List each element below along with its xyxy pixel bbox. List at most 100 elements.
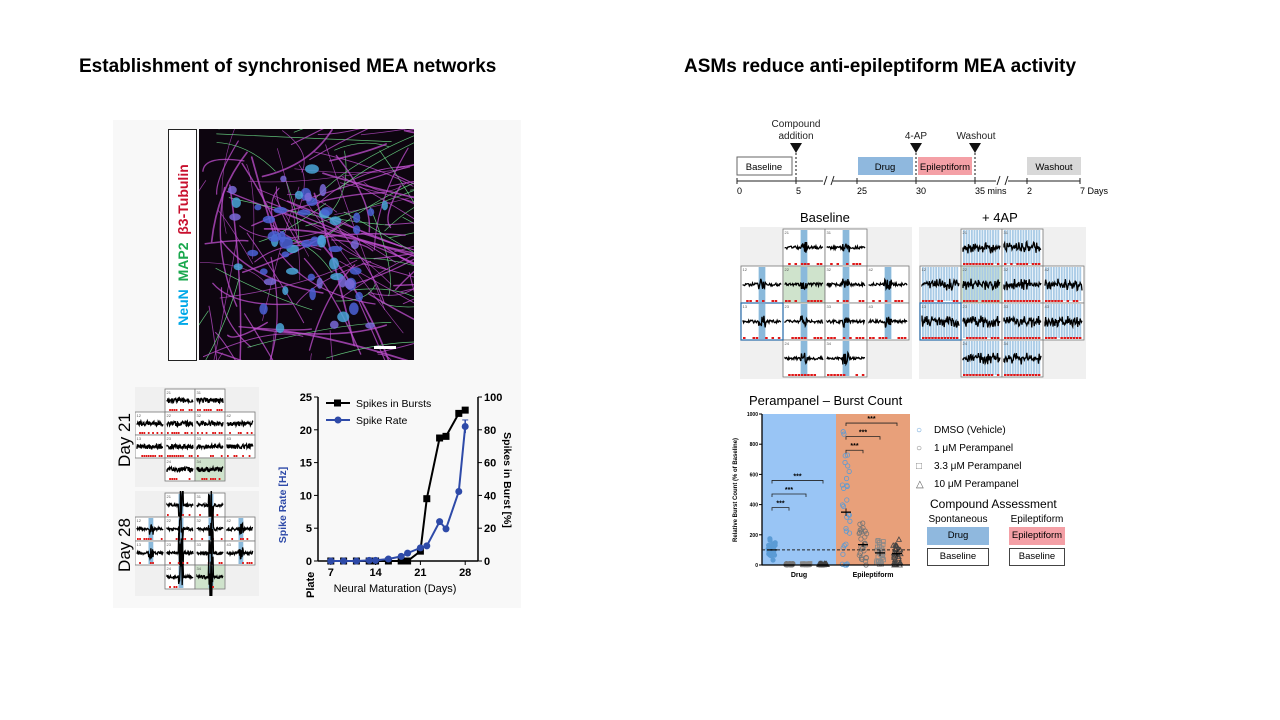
assessment-epileptiform-header: Epileptiform: [1010, 514, 1064, 525]
well-number: 32: [1004, 267, 1009, 272]
y-tick-label: 1000: [747, 412, 758, 418]
well-number: 31: [197, 494, 202, 499]
data-point: [436, 434, 444, 442]
assessment-baseline-box-2: Baseline: [1009, 548, 1065, 566]
series-line-1: [330, 426, 467, 562]
well-number: 31: [1004, 230, 1009, 235]
mea-well: 42: [224, 516, 256, 542]
y-tick-label: 5: [306, 523, 312, 535]
timeline-tick-label: 25: [857, 186, 867, 196]
legend-label: 1 μM Perampanel: [934, 442, 1014, 454]
mea-well: 12: [135, 411, 166, 436]
x-tick-label: 14: [369, 567, 382, 579]
x-tick-label: 28: [459, 567, 471, 579]
well-number: 13: [137, 542, 142, 547]
data-point: [843, 525, 849, 532]
y-tick-label: 25: [300, 392, 312, 404]
well-number: 21: [963, 230, 968, 235]
well-number: 43: [1045, 304, 1050, 309]
significance-bracket: [771, 493, 807, 498]
well-number: 23: [167, 436, 172, 441]
assessment-epileptiform-box: Epileptiform: [1009, 527, 1065, 545]
mea-well: 43: [1042, 302, 1085, 341]
legend-item: □3.3 μM Perampanel: [916, 457, 1021, 475]
day-21-label: Day 21: [115, 413, 134, 467]
significance-label: ***: [850, 443, 858, 450]
stain-label-tubulin: β3-Tubulin: [174, 164, 191, 235]
y-tick-label: 10: [300, 490, 312, 502]
y-tick-label: 0: [755, 563, 758, 569]
data-point: [771, 552, 778, 558]
significance-bracket: [845, 449, 864, 454]
timeline-box-epileptiform-label: Epileptiform: [920, 162, 970, 173]
arrow-4ap-icon: [910, 143, 922, 153]
mea-well: 21: [782, 228, 826, 267]
y-tick-label: 800: [750, 442, 759, 448]
mea-well: 34: [194, 556, 226, 596]
stain-label-box: NeuN MAP2 β3-Tubulin: [168, 129, 197, 361]
data-point: [842, 459, 848, 466]
mea-well: 24: [164, 457, 196, 482]
data-point: [442, 525, 450, 533]
well-number: 32: [827, 267, 832, 272]
legend-label: 10 μM Perampanel: [934, 478, 1019, 490]
timeline-tick-label: 5: [796, 186, 801, 196]
well-number: 24: [785, 341, 790, 346]
mea-well: 23: [782, 302, 826, 341]
data-point: [844, 561, 850, 567]
mea-well: 32: [194, 411, 226, 436]
well-number: 21: [167, 390, 172, 395]
arrow-label-4ap: 4-AP: [905, 131, 928, 142]
well-number: 42: [227, 518, 232, 523]
mea-well: 21: [164, 388, 196, 413]
data-point: [893, 542, 900, 549]
y-tick-label: 15: [300, 458, 312, 470]
well-number: 43: [227, 436, 232, 441]
data-point: [839, 482, 846, 488]
mea-well: 43: [224, 434, 256, 459]
data-point: [352, 557, 360, 565]
assessment-epileptiform: Epileptiform Epileptiform Baseline: [1009, 514, 1065, 566]
data-point: [839, 502, 846, 508]
triangle-marker-icon: △: [916, 478, 924, 490]
data-point: [365, 556, 373, 564]
timeline-tick-label: 2: [1027, 186, 1032, 196]
timeline-box-drug-label: Drug: [875, 162, 896, 173]
mea-well: 31: [1001, 228, 1044, 267]
mea-well: 13: [919, 302, 962, 341]
data-point: [839, 561, 845, 567]
well-number: 34: [827, 341, 832, 346]
mea-well: 23: [164, 532, 196, 576]
data-point: [770, 557, 776, 563]
y-tick-label: 400: [750, 503, 759, 509]
well-number: 34: [1004, 341, 1009, 346]
arrow-label-washout: Washout: [956, 131, 995, 142]
well-number: 42: [869, 267, 874, 272]
data-point: [455, 487, 463, 495]
significance-bracket: [771, 480, 824, 484]
mea-well: 43: [866, 302, 910, 341]
mea-well: 33: [1001, 302, 1044, 341]
microscopy-image: [199, 129, 414, 360]
data-point: [861, 548, 867, 554]
significance-label: ***: [859, 430, 867, 437]
legend-item: ○DMSO (Vehicle): [916, 421, 1021, 439]
mea-well: 23: [164, 434, 196, 459]
data-point: [840, 503, 847, 509]
y2-tick-label: 80: [484, 425, 496, 437]
circle-marker-icon: ○: [916, 442, 923, 454]
mea-well: 43: [224, 540, 256, 566]
y2-tick-label: 100: [484, 392, 502, 404]
data-point: [880, 541, 886, 547]
y2-tick-label: 60: [484, 458, 496, 470]
legend-label: DMSO (Vehicle): [934, 424, 1006, 436]
data-point: [423, 542, 431, 550]
well-number: 33: [197, 542, 202, 547]
timeline-box-washout-label: Washout: [1035, 162, 1072, 173]
data-point: [892, 549, 899, 556]
right-panel-title: ASMs reduce anti-epileptiform MEA activi…: [684, 56, 1077, 77]
stain-label-map2: MAP2: [174, 242, 191, 282]
